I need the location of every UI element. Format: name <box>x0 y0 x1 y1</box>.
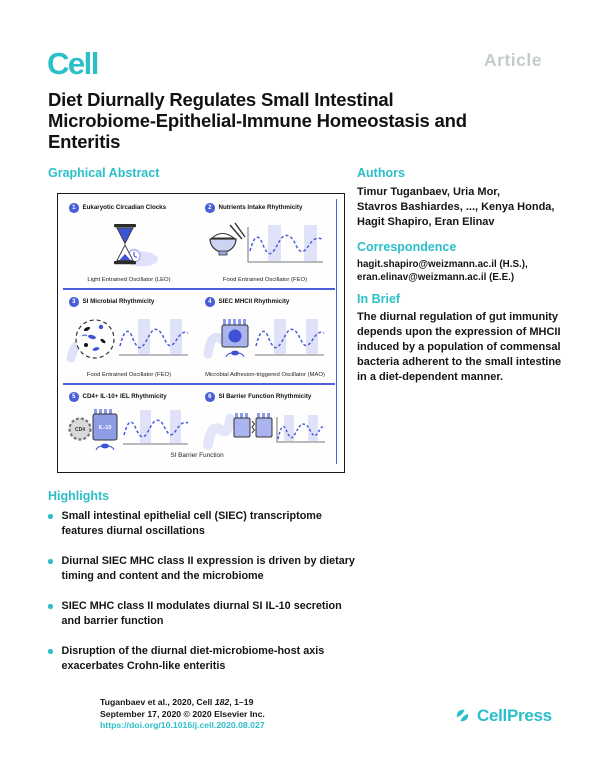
correspondence-heading: Correspondence <box>357 240 457 254</box>
panel-number-badge: 1 <box>69 203 79 213</box>
highlight-item: Disruption of the diurnal diet-microbiom… <box>48 644 360 673</box>
rhythm-wave-chart <box>119 319 189 356</box>
journal-logo: Cell <box>47 46 99 81</box>
figure-accent-line <box>335 199 337 464</box>
citation-line: Tuganbaev et al., 2020, Cell 182, 1–19 <box>100 697 254 707</box>
rhythm-wave-chart <box>123 409 189 445</box>
figure-row-2: 3 SI Microbial Rhythmicity <box>61 291 333 382</box>
panel-si-microbial: 3 SI Microbial Rhythmicity <box>61 291 197 382</box>
bullet-icon <box>48 604 53 609</box>
bullet-icon <box>48 649 53 654</box>
panel-header: 4 SIEC MHCII Rhythmicity <box>205 297 289 307</box>
graphical-abstract-figure: 1 Eukaryotic Circadian Clocks Light Entr… <box>57 193 345 473</box>
microbiome-circle-icon <box>66 319 189 363</box>
figure-divider <box>63 288 335 290</box>
panel-caption: Light Entrained Oscillator (LEO) <box>87 277 171 283</box>
panel-nutrients-intake: 2 Nutrients Intake Rhythmicity <box>197 197 333 287</box>
in-brief-heading: In Brief <box>357 292 401 306</box>
rice-bowl-icon <box>209 222 323 263</box>
siec-cell-icon <box>203 319 325 359</box>
author-line: Stavros Bashiardes, ..., Kenya Honda, <box>357 201 555 213</box>
email-link[interactable]: eran.elinav@weizmann.ac.il (E.E.) <box>357 272 515 283</box>
barrier-cells-icon <box>203 412 326 450</box>
figure-row-3: 5 CD4+ IL-10+ IEL Rhythmicity CD4 IL-10 <box>61 386 333 456</box>
cellpress-logo: CellPress <box>452 705 552 726</box>
citation-block: Tuganbaev et al., 2020, Cell 182, 1–19 S… <box>100 697 265 732</box>
cd4-iel-icon: CD4 IL-10 <box>68 408 189 450</box>
email-link[interactable]: hagit.shapiro@weizmann.ac.il (H.S.), <box>357 259 528 270</box>
figure-row-1: 1 Eukaryotic Circadian Clocks Light Entr… <box>61 197 333 287</box>
authors-list: Timur Tuganbaev, Uria Mor, Stavros Bashi… <box>357 185 554 230</box>
panel-caption: Food Entrained Oscillator (FEO) <box>222 277 308 283</box>
panel-header: 5 CD4+ IL-10+ IEL Rhythmicity <box>69 392 167 402</box>
author-line: Timur Tuganbaev, Uria Mor, <box>357 186 501 198</box>
title-line: Microbiome-Epithelial-Immune Homeostasis… <box>48 110 467 131</box>
highlight-item: Diurnal SIEC MHC class II expression is … <box>48 554 360 583</box>
rhythm-wave-chart <box>255 319 325 356</box>
page-title: Diet Diurnally Regulates Small Intestina… <box>48 89 528 152</box>
graphical-abstract-heading: Graphical Abstract <box>48 166 160 180</box>
panel-barrier-function: 6 SI Barrier Function Rhythmicity <box>197 386 333 456</box>
highlight-item: SIEC MHC class II modulates diurnal SI I… <box>48 599 360 628</box>
svg-text:CD4: CD4 <box>75 427 85 433</box>
hourglass-icon <box>114 223 158 267</box>
correspondence-emails: hagit.shapiro@weizmann.ac.il (H.S.), era… <box>357 258 528 284</box>
panel-number-badge: 6 <box>205 392 215 402</box>
highlights-heading: Highlights <box>48 489 110 503</box>
panel-number-badge: 4 <box>205 297 215 307</box>
figure-divider <box>63 383 335 385</box>
panel-number-badge: 3 <box>69 297 79 307</box>
volume-number: 182 <box>214 697 230 707</box>
panel-header: 3 SI Microbial Rhythmicity <box>69 297 154 307</box>
panel-caption: Microbial Adhesion-triggered Oscillator … <box>205 372 325 378</box>
rhythm-wave-chart <box>276 414 326 443</box>
title-line: Enteritis <box>48 131 121 152</box>
panel-number-badge: 5 <box>69 392 79 402</box>
rhythm-wave-chart <box>247 224 323 263</box>
title-line: Diet Diurnally Regulates Small Intestina… <box>48 89 394 110</box>
copyright-line: September 17, 2020 © 2020 Elsevier Inc. <box>100 708 265 719</box>
highlight-item: Small intestinal epithelial cell (SIEC) … <box>48 509 360 538</box>
panel-header: 6 SI Barrier Function Rhythmicity <box>205 392 311 402</box>
panel-cd4-iel: 5 CD4+ IL-10+ IEL Rhythmicity CD4 IL-10 <box>61 386 197 456</box>
article-type-label: Article <box>484 50 542 70</box>
cellpress-swirl-icon <box>456 709 469 722</box>
panel-number-badge: 2 <box>205 203 215 213</box>
svg-text:IL-10: IL-10 <box>99 425 112 431</box>
bullet-icon <box>48 559 53 564</box>
highlights-list: Small intestinal epithelial cell (SIEC) … <box>48 509 360 689</box>
cellpress-wordmark: CellPress <box>477 705 552 725</box>
in-brief-text: The diurnal regulation of gut immunity d… <box>357 311 562 383</box>
panel-circadian-clocks: 1 Eukaryotic Circadian Clocks Light Entr… <box>61 197 197 287</box>
bullet-icon <box>48 514 53 519</box>
panel-header: 2 Nutrients Intake Rhythmicity <box>205 203 302 213</box>
authors-heading: Authors <box>357 166 405 180</box>
panel-siec-mhcii: 4 SIEC MHCII Rhythmicity <box>197 291 333 382</box>
figure-bottom-caption: SI Barrier Function <box>170 452 224 459</box>
panel-header: 1 Eukaryotic Circadian Clocks <box>69 203 166 213</box>
author-line: Hagit Shapiro, Eran Elinav <box>357 216 495 228</box>
panel-caption: Food Entrained Oscillator (FEO) <box>86 372 172 378</box>
doi-link[interactable]: https://doi.org/10.1016/j.cell.2020.08.0… <box>100 720 265 730</box>
